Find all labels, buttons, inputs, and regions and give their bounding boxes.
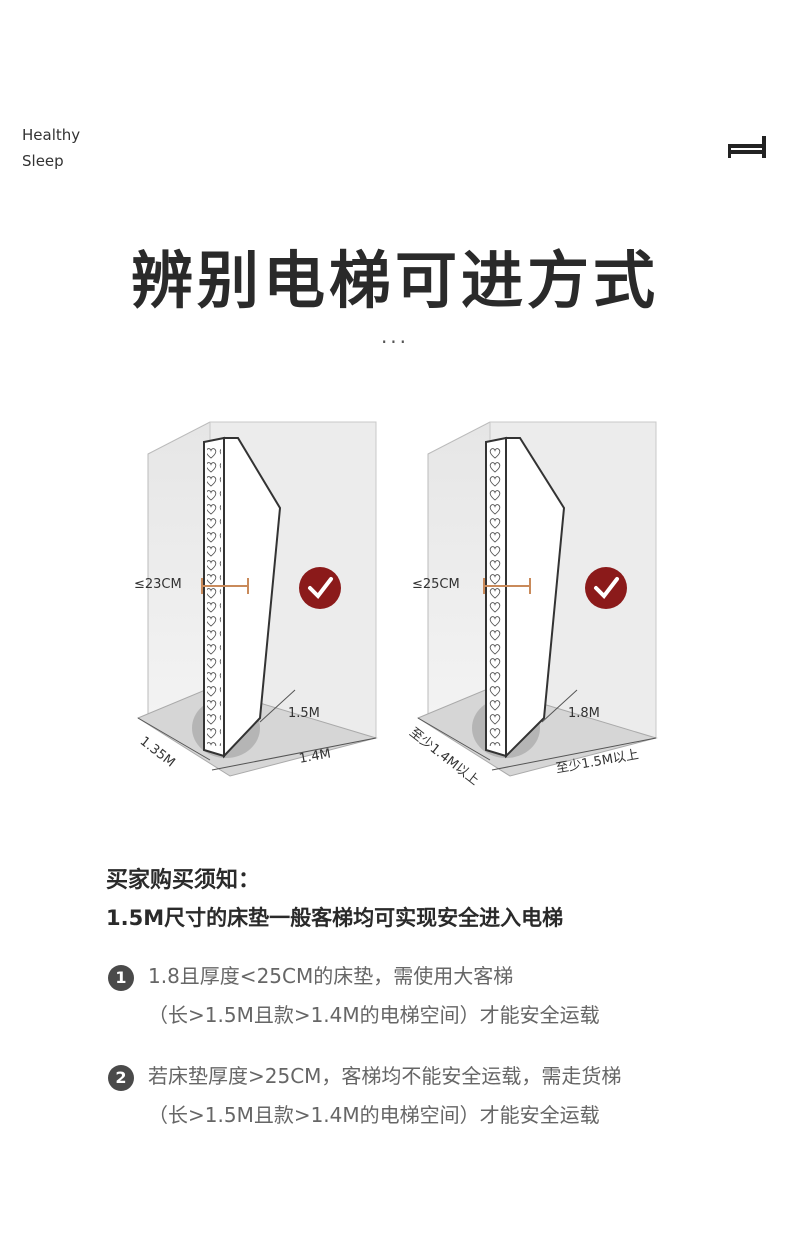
notice-item-1-line-2: （长>1.5M且款>1.4M的电梯空间）才能安全运载 — [148, 1002, 600, 1027]
depth-label-2: 1.8M — [568, 706, 600, 721]
brand-text: Healthy Sleep — [22, 122, 80, 174]
check-badge-1 — [299, 567, 341, 609]
notice-item-2-line-2: （长>1.5M且款>1.4M的电梯空间）才能安全运载 — [148, 1102, 600, 1127]
page-title: 辨别电梯可进方式 — [130, 244, 659, 317]
brand-line-2: Sleep — [22, 152, 64, 170]
depth-label-1: 1.5M — [288, 706, 320, 721]
decorative-dots: ··· — [380, 330, 410, 354]
notice-item-2-line-1: 若床垫厚度>25CM，客梯均不能安全运载，需走货梯 — [148, 1064, 622, 1088]
elevator-illustration-2 — [416, 421, 658, 777]
brand-line-1: Healthy — [22, 126, 81, 144]
notice-item-1-line-1: 1.8且厚度<25CM的床垫，需使用大客梯 — [148, 964, 514, 988]
check-badge-2 — [585, 567, 627, 609]
notice-item-2: 2 若床垫厚度>25CM，客梯均不能安全运载，需走货梯 （长>1.5M且款>1.4… — [108, 1060, 621, 1128]
elevator-illustration-1 — [136, 421, 378, 777]
number-badge-2: 2 — [108, 1064, 134, 1091]
notice-subtitle: 1.5M尺寸的床垫一般客梯均可实现安全进入电梯 — [106, 906, 564, 930]
notice-item-1: 1 1.8且厚度<25CM的床垫，需使用大客梯 （长>1.5M且款>1.4M的电梯… — [108, 960, 600, 1028]
notice-title: 买家购买须知： — [106, 868, 261, 893]
number-badge-1: 1 — [108, 964, 134, 991]
thickness-label-2: ≤25CM — [412, 577, 460, 592]
elevator-figure-2: ≤25CM 1.8M 至少1.5M以上 至少1.4M以上 — [404, 418, 664, 808]
elevator-figure-1: ≤23CM 1.5M 1.4M 1.35M — [120, 418, 380, 808]
thickness-label-1: ≤23CM — [134, 577, 182, 592]
bed-icon — [728, 136, 766, 158]
